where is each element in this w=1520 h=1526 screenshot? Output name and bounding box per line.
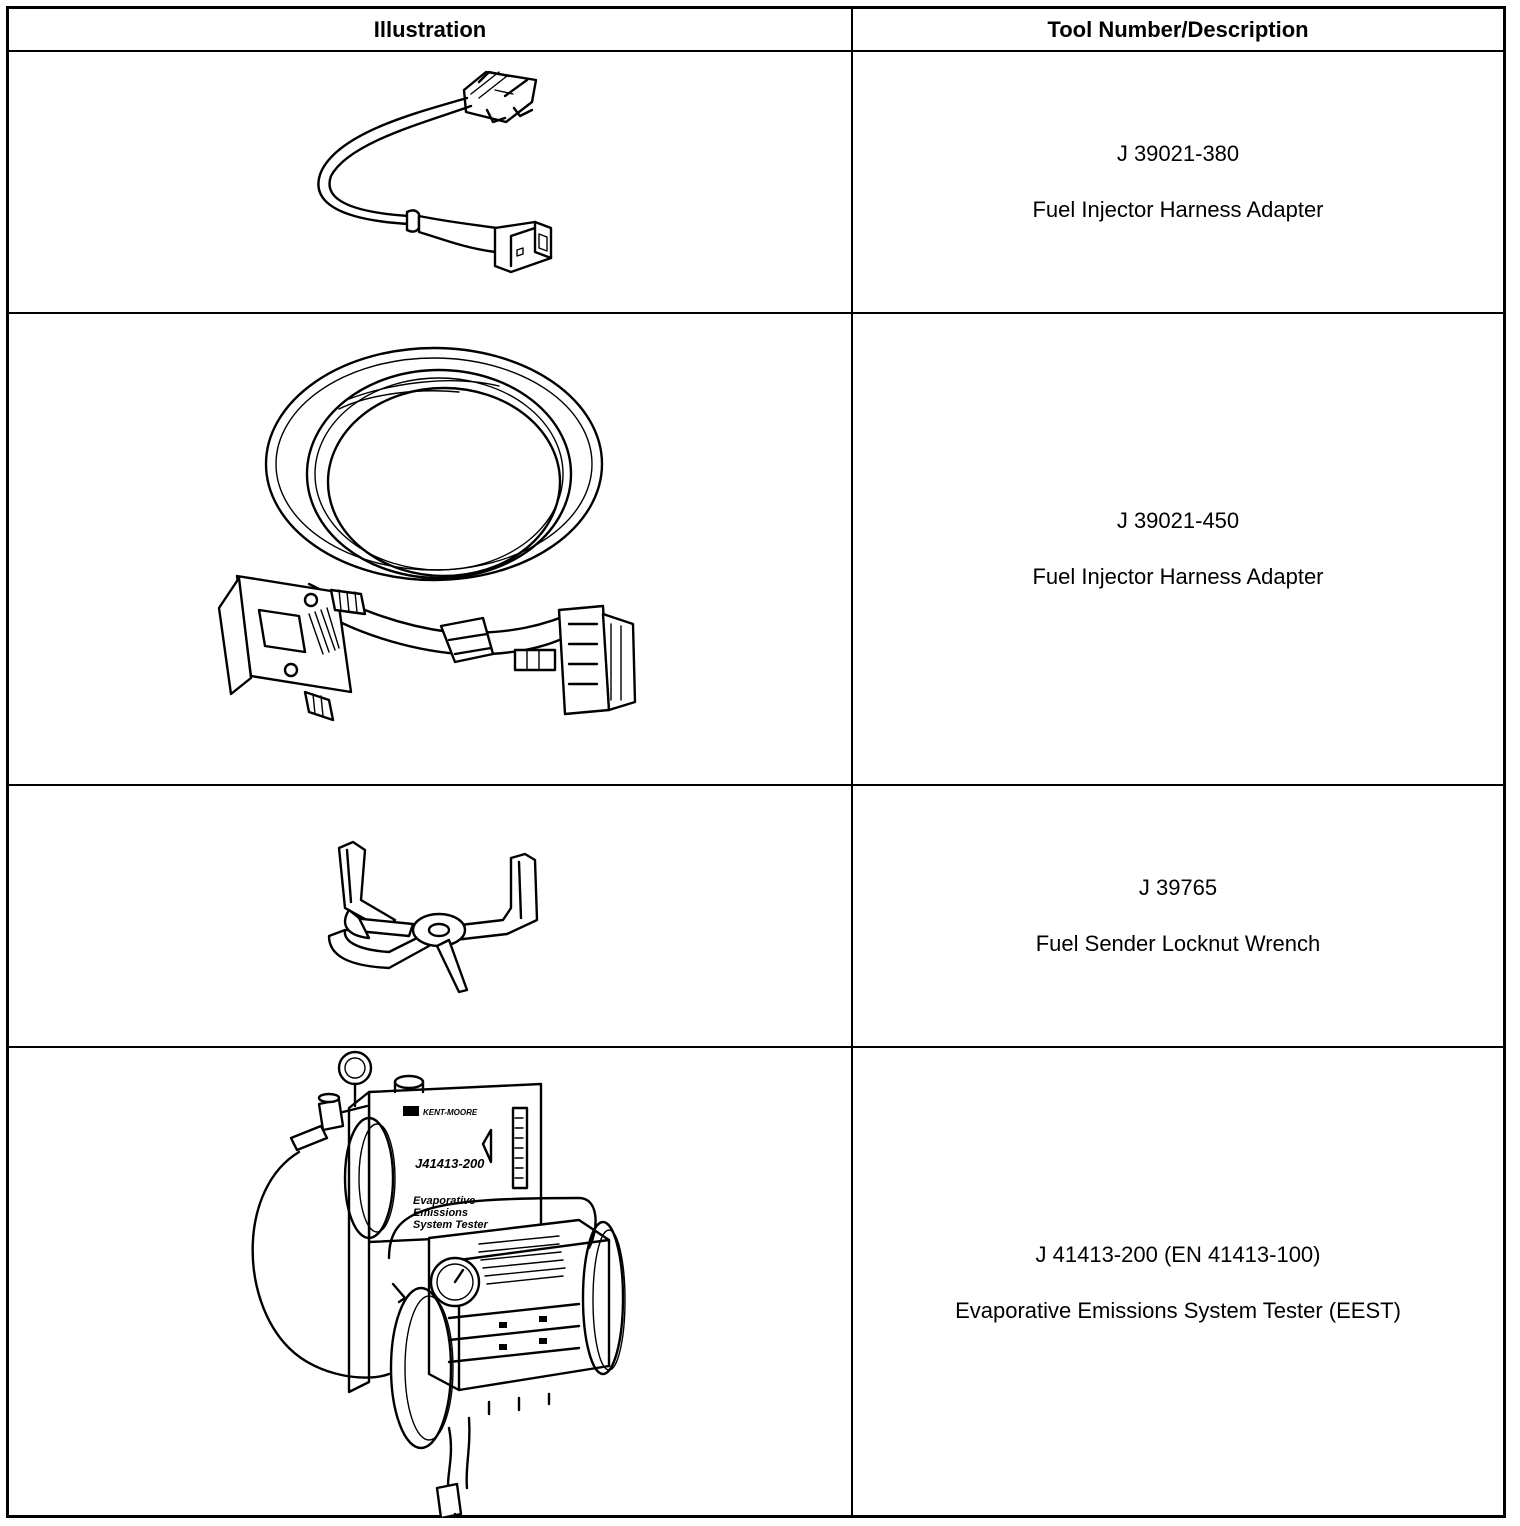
- tool-description: Fuel Sender Locknut Wrench: [1035, 931, 1321, 956]
- row-divider: [9, 312, 1503, 314]
- tool-cell: J 39021-450 Fuel Injector Harness Adapte…: [853, 314, 1503, 784]
- tool-table: Illustration Tool Number/Description J 3…: [6, 6, 1506, 1518]
- tool-description: Fuel Injector Harness Adapter: [1032, 197, 1324, 222]
- tool-cell: J 41413-200 (EN 41413-100) Evaporative E…: [853, 1048, 1503, 1518]
- illustration-cell: [9, 314, 851, 784]
- model-label: J41413-200: [415, 1156, 485, 1171]
- header-illustration: Illustration: [373, 17, 487, 42]
- harness-adapter-short-icon: [317, 70, 553, 274]
- tester-name-line2: Emissions: [413, 1207, 468, 1219]
- tool-cell: J 39021-380 Fuel Injector Harness Adapte…: [853, 52, 1503, 312]
- tool-number: J 39021-380: [1116, 141, 1240, 166]
- brand-label: KENT-MOORE: [423, 1108, 478, 1117]
- illustration-cell: [9, 786, 851, 1046]
- illustration-cell: [9, 52, 851, 312]
- tool-number: J 39765: [1138, 875, 1218, 900]
- tool-cell: J 39765 Fuel Sender Locknut Wrench: [853, 786, 1503, 1046]
- tool-number: J 39021-450: [1116, 508, 1240, 533]
- column-divider: [851, 9, 853, 1515]
- tool-number: J 41413-200 (EN 41413-100): [1035, 1242, 1321, 1267]
- evap-tester-icon: KENT-MOORE J41413-200 Evaporative Emissi…: [251, 1050, 626, 1518]
- locknut-wrench-icon: [327, 840, 539, 994]
- tool-description: Fuel Injector Harness Adapter: [1032, 564, 1324, 589]
- row-divider: [9, 784, 1503, 786]
- tester-name-line3: System Tester: [413, 1219, 489, 1231]
- row-divider: [9, 1046, 1503, 1048]
- header-tool-number: Tool Number/Description: [1047, 17, 1309, 42]
- header-divider: [9, 50, 1503, 52]
- tool-description: Evaporative Emissions System Tester (EES…: [955, 1298, 1401, 1323]
- harness-adapter-coiled-icon: [217, 346, 637, 722]
- illustration-cell: KENT-MOORE J41413-200 Evaporative Emissi…: [9, 1048, 851, 1518]
